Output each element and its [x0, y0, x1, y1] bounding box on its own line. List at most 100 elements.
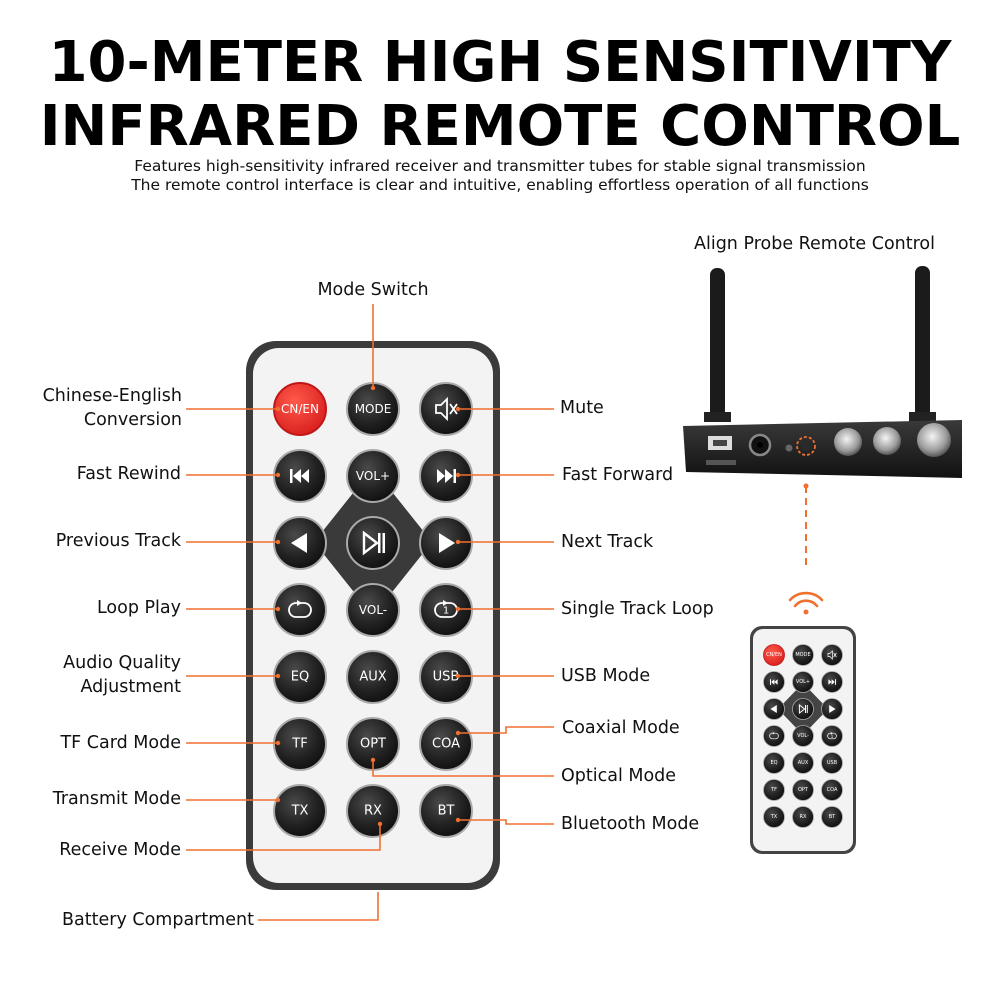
button-label: TF [291, 737, 307, 752]
remote-button-tf[interactable]: TF [273, 717, 327, 771]
mute-icon [435, 396, 458, 422]
svg-text:1: 1 [831, 734, 834, 739]
label-cn-en-line2: Conversion [83, 410, 182, 430]
remote-button-aux[interactable]: AUX [346, 650, 400, 704]
remote-button-rx[interactable]: RX [346, 784, 400, 838]
remote-button-mode-small[interactable]: MODE [792, 644, 814, 666]
label-optical-mode: Optical Mode [561, 766, 677, 786]
remote-button-mute[interactable] [419, 382, 473, 436]
loop-icon [769, 732, 779, 740]
button-label: MODE [795, 652, 810, 658]
button-label: VOL- [797, 733, 809, 739]
remote-button-play-small[interactable] [792, 698, 814, 720]
remote-button-tf-small[interactable]: TF [763, 779, 785, 801]
remote-button-usb-small[interactable]: USB [821, 752, 843, 774]
remote-button-cnen-small[interactable]: CN/EN [763, 644, 785, 666]
remote-button-rx-small[interactable]: RX [792, 806, 814, 828]
remote-button-volup[interactable]: VOL+ [346, 449, 400, 503]
label-transmit-mode: Transmit Mode [52, 789, 181, 809]
remote-button-single-small[interactable]: 1 [821, 725, 843, 747]
remote-button-bt[interactable]: BT [419, 784, 473, 838]
fast-rewind-icon [290, 469, 309, 483]
button-label: AUX [359, 670, 386, 685]
label-cn-en-line1: Chinese-English [42, 386, 182, 406]
button-label: EQ [291, 670, 309, 685]
label-bluetooth-mode: Bluetooth Mode [561, 814, 700, 834]
label-coaxial-mode: Coaxial Mode [562, 718, 680, 738]
remote-button-single[interactable]: 1 [419, 583, 473, 637]
volume-knob [917, 423, 951, 457]
leader-dots [275, 385, 461, 827]
remote-button-forward-small[interactable] [821, 671, 843, 693]
button-label: TF [770, 787, 777, 793]
remote-button-loop-small[interactable] [763, 725, 785, 747]
button-label: COA [432, 737, 460, 752]
button-label: MODE [355, 402, 392, 416]
button-label: CN/EN [766, 652, 782, 658]
leader-lines [186, 304, 554, 921]
button-label: OPT [360, 737, 386, 752]
label-next-track: Next Track [561, 532, 654, 552]
subtitle-line-1: Features high-sensitivity infrared recei… [134, 157, 866, 175]
button-label: USB [827, 760, 838, 766]
tf-slot [706, 460, 736, 465]
label-fast-forward: Fast Forward [562, 465, 674, 485]
fast-rewind-icon [770, 679, 778, 685]
button-label: CN/EN [281, 402, 319, 416]
next-icon [829, 705, 836, 713]
label-fast-rewind: Fast Rewind [76, 464, 181, 484]
remote-button-tx[interactable]: TX [273, 784, 327, 838]
remote-control: CN/EN MODE VOL+ VOL- 1EQ AUX USB TF OPT COA TX RX BT [246, 341, 500, 890]
remote-button-bt-small[interactable]: BT [821, 806, 843, 828]
button-label: VOL- [359, 603, 387, 617]
button-label: RX [800, 814, 807, 820]
remote-button-loop[interactable] [273, 583, 327, 637]
remote-button-prev[interactable] [273, 516, 327, 570]
remote-button-rewind[interactable] [273, 449, 327, 503]
button-label: TX [291, 804, 309, 819]
previous-icon [291, 533, 307, 553]
remote-button-usb[interactable]: USB [419, 650, 473, 704]
led-indicator [785, 444, 793, 452]
play-pause-icon [798, 704, 808, 714]
previous-icon [770, 705, 777, 713]
remote-button-eq-small[interactable]: EQ [763, 752, 785, 774]
remote-button-aux-small[interactable]: AUX [792, 752, 814, 774]
label-tf-card-mode: TF Card Mode [60, 733, 181, 753]
label-receive-mode: Receive Mode [59, 840, 181, 860]
remote-button-opt-small[interactable]: OPT [792, 779, 814, 801]
remote-button-next[interactable] [419, 516, 473, 570]
remote-button-coa-small[interactable]: COA [821, 779, 843, 801]
remote-button-coa[interactable]: COA [419, 717, 473, 771]
title-line-2: INFRARED REMOTE CONTROL [39, 94, 961, 159]
small-remote: CN/EN MODE VOL+ VOL- 1EQ AUX USB TF OPT COA TX RX BT [750, 626, 856, 854]
title-line-1: 10-METER HIGH SENSITIVITY [48, 30, 952, 95]
label-align-probe: Align Probe Remote Control [694, 234, 936, 254]
button-label: RX [364, 804, 382, 819]
svg-text:1: 1 [443, 606, 449, 617]
remote-button-mode[interactable]: MODE [346, 382, 400, 436]
button-label: TX [770, 814, 778, 820]
remote-button-eq[interactable]: EQ [273, 650, 327, 704]
label-single-track-loop: Single Track Loop [561, 599, 714, 619]
treble-knob [873, 427, 901, 455]
bass-knob [834, 428, 862, 456]
remote-button-voldown[interactable]: VOL- [346, 583, 400, 637]
mute-icon [827, 650, 837, 660]
remote-button-play[interactable] [346, 516, 400, 570]
antenna-left [710, 268, 725, 418]
ir-signal-icon [788, 591, 824, 615]
remote-button-cnen[interactable]: CN/EN [273, 382, 327, 436]
antenna-right [915, 266, 930, 418]
play-pause-icon [362, 530, 385, 556]
remote-button-next-small[interactable] [821, 698, 843, 720]
remote-button-mute-small[interactable] [821, 644, 843, 666]
remote-button-forward[interactable] [419, 449, 473, 503]
remote-button-tx-small[interactable]: TX [763, 806, 785, 828]
remote-button-rewind-small[interactable] [763, 671, 785, 693]
button-label: VOL+ [796, 679, 810, 685]
remote-button-volup-small[interactable]: VOL+ [792, 671, 814, 693]
remote-button-voldown-small[interactable]: VOL- [792, 725, 814, 747]
remote-button-prev-small[interactable] [763, 698, 785, 720]
